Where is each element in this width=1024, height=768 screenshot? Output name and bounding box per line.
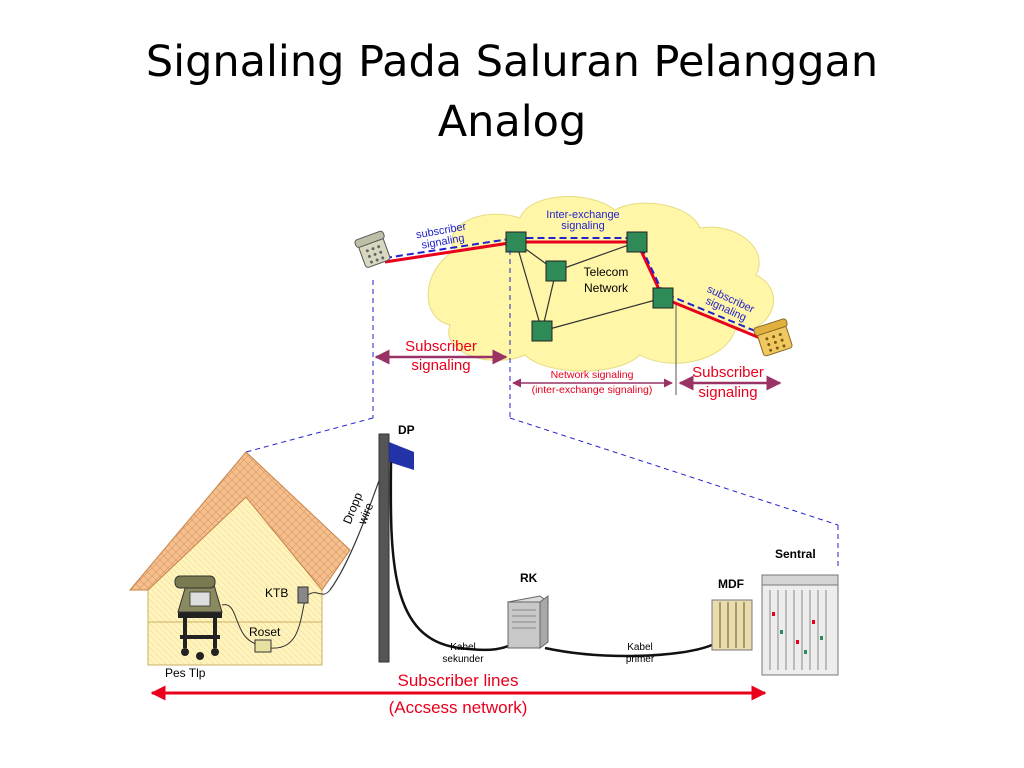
access-network-label: (Accsess network) <box>389 698 528 717</box>
telephone-left-icon <box>354 230 391 268</box>
dp-label: DP <box>398 423 415 437</box>
sentral-rack <box>761 574 839 676</box>
inter-exchange-label-1: Inter-exchange <box>546 209 619 221</box>
mdf-frame <box>711 599 753 651</box>
house <box>128 451 351 666</box>
dp-flag <box>389 442 414 470</box>
pes-tlp-label: Pes Tlp <box>165 666 206 680</box>
network-node-2 <box>626 231 648 253</box>
ktb-box <box>297 586 309 604</box>
subscriber-signaling-left-label-2: signaling <box>411 357 470 374</box>
inter-exchange-signaling-label: (inter-exchange signaling) <box>532 384 653 396</box>
network-nodes <box>505 231 674 342</box>
network-node-4 <box>652 287 674 309</box>
dp-pole <box>378 433 390 663</box>
kabel-sekunder-label-2: sekunder <box>442 654 484 665</box>
secondary-cable <box>389 461 521 652</box>
telecom-network-label-2: Network <box>584 281 629 295</box>
roset-label: Roset <box>249 625 281 639</box>
network-node-1 <box>505 231 527 253</box>
rk-label: RK <box>520 571 538 585</box>
kabel-primer-label-2: primer <box>626 654 655 665</box>
primary-cable <box>544 643 713 658</box>
slide-title-line-2: Analog <box>437 97 587 147</box>
network-node-5 <box>531 320 553 342</box>
subscriber-signaling-left-label-1: Subscriber <box>405 338 477 355</box>
desk-telephone-icon <box>174 575 261 660</box>
kabel-sekunder-label-1: Kabel <box>450 642 476 653</box>
network-node-3 <box>545 260 567 282</box>
subscriber-lines-label: Subscriber lines <box>398 671 519 690</box>
dashed-guides <box>245 250 839 567</box>
network-signaling-label: Network signaling <box>551 369 634 381</box>
inter-exchange-label-2: signaling <box>561 220 604 232</box>
kabel-primer-label-1: Kabel <box>627 642 653 653</box>
subscriber-signaling-right-label-1: Subscriber <box>692 364 764 381</box>
slide-title-line-1: Signaling Pada Saluran Pelanggan <box>145 37 879 87</box>
ktb-label: KTB <box>265 586 288 600</box>
sentral-label: Sentral <box>775 547 816 561</box>
telecom-network-label-1: Telecom <box>584 265 629 279</box>
roset-box <box>254 639 272 653</box>
slide-title: Signaling Pada Saluran Pelanggan Analog <box>0 32 1024 152</box>
telephone-right-icon <box>753 318 793 357</box>
mdf-label: MDF <box>718 577 744 591</box>
subscriber-signaling-right-label-2: signaling <box>698 384 757 401</box>
rk-cabinet <box>506 595 550 649</box>
